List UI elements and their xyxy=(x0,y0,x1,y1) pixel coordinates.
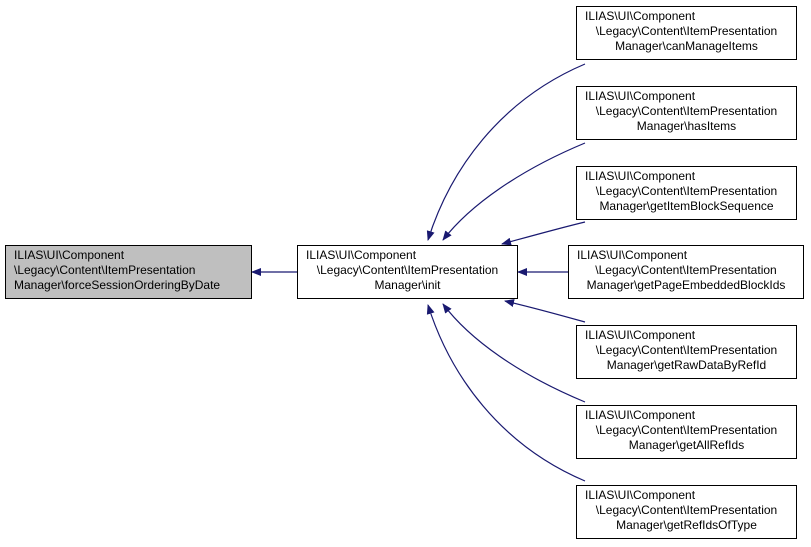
node-label-line1: ILIAS\UI\Component xyxy=(577,248,688,262)
node-get-raw-data-by-ref-id[interactable]: ILIAS\UI\Component \Legacy\Content\ItemP… xyxy=(576,325,797,379)
node-label-line3: Manager\hasItems xyxy=(636,119,737,133)
node-label-line1: ILIAS\UI\Component xyxy=(585,328,696,342)
node-has-items[interactable]: ILIAS\UI\Component \Legacy\Content\ItemP… xyxy=(576,86,797,140)
node-label-line3: Manager\getRawDataByRefId xyxy=(606,358,767,372)
node-label-line2: \Legacy\Content\ItemPresentation xyxy=(595,423,778,437)
edge-getRefIdsOfType-to-init xyxy=(426,304,586,482)
edge-hasItems-to-init xyxy=(442,142,586,241)
node-get-page-embedded-block-ids[interactable]: ILIAS\UI\Component \Legacy\Content\ItemP… xyxy=(568,245,804,299)
node-label-line3: Manager\getRefIdsOfType xyxy=(616,518,757,532)
node-label-line1: ILIAS\UI\Component xyxy=(585,89,696,103)
node-label-line2: \Legacy\Content\ItemPresentation xyxy=(595,184,778,198)
node-label-line1: ILIAS\UI\Component xyxy=(585,9,696,23)
node-label-line1: ILIAS\UI\Component xyxy=(306,248,417,262)
node-label-line2: \Legacy\Content\ItemPresentation xyxy=(595,24,778,38)
edge-getItemBlockSequence-to-init xyxy=(501,221,586,246)
node-label-line3: Manager\init xyxy=(374,278,441,292)
node-label-line2: \Legacy\Content\ItemPresentation xyxy=(316,263,499,277)
node-label-line3: Manager\getItemBlockSequence xyxy=(599,199,774,213)
edge-canManageItems-to-init xyxy=(426,63,586,241)
node-label-line3: Manager\canManageItems xyxy=(615,39,758,53)
node-label-line2: \Legacy\Content\ItemPresentation xyxy=(14,263,196,277)
node-label-line1: ILIAS\UI\Component xyxy=(585,488,696,502)
node-label-line2: \Legacy\Content\ItemPresentation xyxy=(595,104,778,118)
node-get-ref-ids-of-type[interactable]: ILIAS\UI\Component \Legacy\Content\ItemP… xyxy=(576,485,797,539)
node-label-line1: ILIAS\UI\Component xyxy=(585,408,696,422)
edge-getRawDataByRefId-to-init xyxy=(504,299,586,323)
edge-getAllRefIds-to-init xyxy=(442,303,586,403)
node-label-line2: \Legacy\Content\ItemPresentation xyxy=(595,343,778,357)
node-force-session-ordering-by-date[interactable]: ILIAS\UI\Component \Legacy\Content\ItemP… xyxy=(5,245,252,299)
node-init[interactable]: ILIAS\UI\Component \Legacy\Content\ItemP… xyxy=(297,245,518,299)
node-can-manage-items[interactable]: ILIAS\UI\Component \Legacy\Content\ItemP… xyxy=(576,6,797,60)
node-label-line2: \Legacy\Content\ItemPresentation xyxy=(595,503,778,517)
node-label-line1: ILIAS\UI\Component xyxy=(14,248,125,262)
node-label-line1: ILIAS\UI\Component xyxy=(585,169,696,183)
node-label-line2: \Legacy\Content\ItemPresentation xyxy=(595,263,777,277)
node-label-line3: Manager\getPageEmbeddedBlockIds xyxy=(586,278,786,292)
node-label-line3: Manager\forceSessionOrderingByDate xyxy=(14,278,221,292)
node-get-all-ref-ids[interactable]: ILIAS\UI\Component \Legacy\Content\ItemP… xyxy=(576,405,797,459)
node-label-line3: Manager\getAllRefIds xyxy=(628,438,745,452)
node-get-item-block-sequence[interactable]: ILIAS\UI\Component \Legacy\Content\ItemP… xyxy=(576,166,797,220)
